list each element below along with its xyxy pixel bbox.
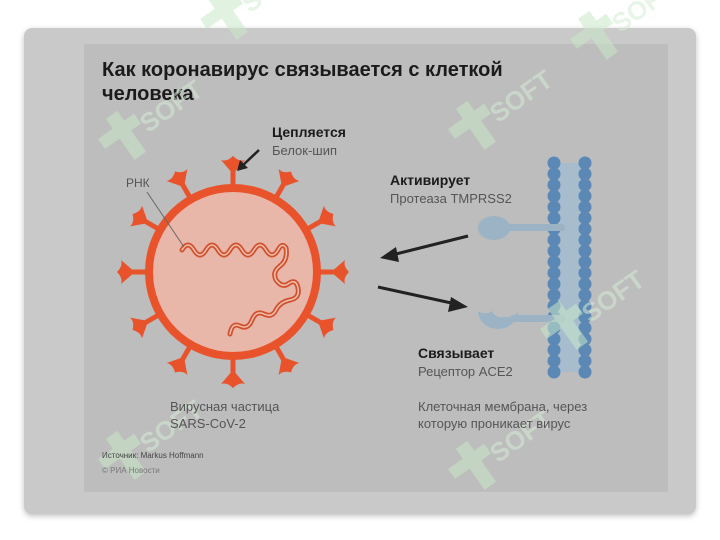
copyright-credit: © РИА Новости	[102, 466, 160, 475]
rna-label: РНК	[126, 176, 150, 190]
svg-text:SOFT: SOFT	[134, 74, 208, 138]
bind-title: Связывает	[418, 345, 495, 361]
watermark-logo: SOFT	[98, 74, 208, 160]
lipid-head	[578, 343, 592, 357]
infographic-title: Как коронавирус связывается с клеткой че…	[102, 58, 662, 106]
lipid-head	[578, 211, 592, 225]
source-credit: Источник: Markus Hoffmann	[102, 451, 204, 460]
spike-pointer-arrowhead	[237, 160, 248, 171]
lipid-head	[578, 200, 592, 214]
cell-membrane	[547, 156, 592, 379]
activate-arrowhead	[380, 247, 399, 262]
lipid-head	[547, 178, 561, 192]
lipid-head	[578, 178, 592, 192]
lipid-head	[578, 233, 592, 247]
bind-arrow-line	[377, 285, 457, 306]
lipid-head	[547, 266, 561, 280]
lipid-head	[578, 288, 592, 302]
activate-title: Активирует	[390, 172, 471, 188]
lipid-head	[547, 354, 561, 368]
lipid-head	[547, 211, 561, 225]
lipid-head	[547, 189, 561, 203]
title-line-2: человека	[102, 83, 194, 105]
svg-text:SOFT: SOFT	[606, 0, 680, 38]
lipid-head	[547, 244, 561, 258]
watermark-logo: SOFT	[200, 0, 310, 40]
lipid-head	[578, 167, 592, 181]
spike-protein	[221, 354, 245, 388]
spike-protein	[221, 156, 245, 190]
lipid-head	[547, 343, 561, 357]
lipid-head	[547, 233, 561, 247]
title-line-1: Как коронавирус связывается с клеткой	[102, 59, 503, 81]
virus-caption: Вирусная частица SARS-CoV-2	[170, 398, 279, 432]
activate-subtitle: Протеаза TMPRSS2	[390, 191, 512, 206]
lipid-head	[578, 365, 592, 379]
attach-title: Цепляется	[272, 124, 346, 140]
lipid-head	[578, 244, 592, 258]
lipid-head	[578, 277, 592, 291]
lipid-head	[547, 277, 561, 291]
activate-arrow-line	[391, 234, 469, 257]
virus-caption-line-2: SARS-CoV-2	[170, 416, 246, 431]
lipid-head	[547, 365, 561, 379]
lipid-head	[578, 222, 592, 236]
membrane-caption-line-1: Клеточная мембрана, через	[418, 399, 588, 414]
bind-arrowhead	[448, 297, 468, 312]
lipid-head	[578, 321, 592, 335]
lipid-head	[578, 156, 592, 170]
rna-pointer-line	[146, 191, 185, 248]
lipid-head	[547, 288, 561, 302]
lipid-head	[547, 200, 561, 214]
lipid-head	[547, 255, 561, 269]
tmprss2-protease	[478, 216, 565, 240]
membrane-caption-line-2: которую проникает вирус	[418, 416, 571, 431]
lipid-head	[547, 167, 561, 181]
membrane-caption: Клеточная мембрана, через которую проник…	[418, 398, 587, 432]
lipid-head	[547, 156, 561, 170]
lipid-head	[578, 354, 592, 368]
lipid-head	[578, 255, 592, 269]
ace2-receptor	[478, 311, 565, 329]
bind-subtitle: Рецептор ACE2	[418, 364, 513, 379]
virus-caption-line-1: Вирусная частица	[170, 399, 280, 414]
lipid-head	[578, 189, 592, 203]
watermark-logo: SOFT	[448, 64, 558, 150]
attach-subtitle: Белок-шип	[272, 143, 338, 158]
lipid-head	[578, 299, 592, 313]
watermark-logo: SOFT	[570, 0, 680, 60]
lipid-head	[578, 266, 592, 280]
svg-text:SOFT: SOFT	[236, 0, 310, 18]
svg-text:SOFT: SOFT	[484, 64, 558, 128]
rna-highlight	[181, 244, 300, 335]
